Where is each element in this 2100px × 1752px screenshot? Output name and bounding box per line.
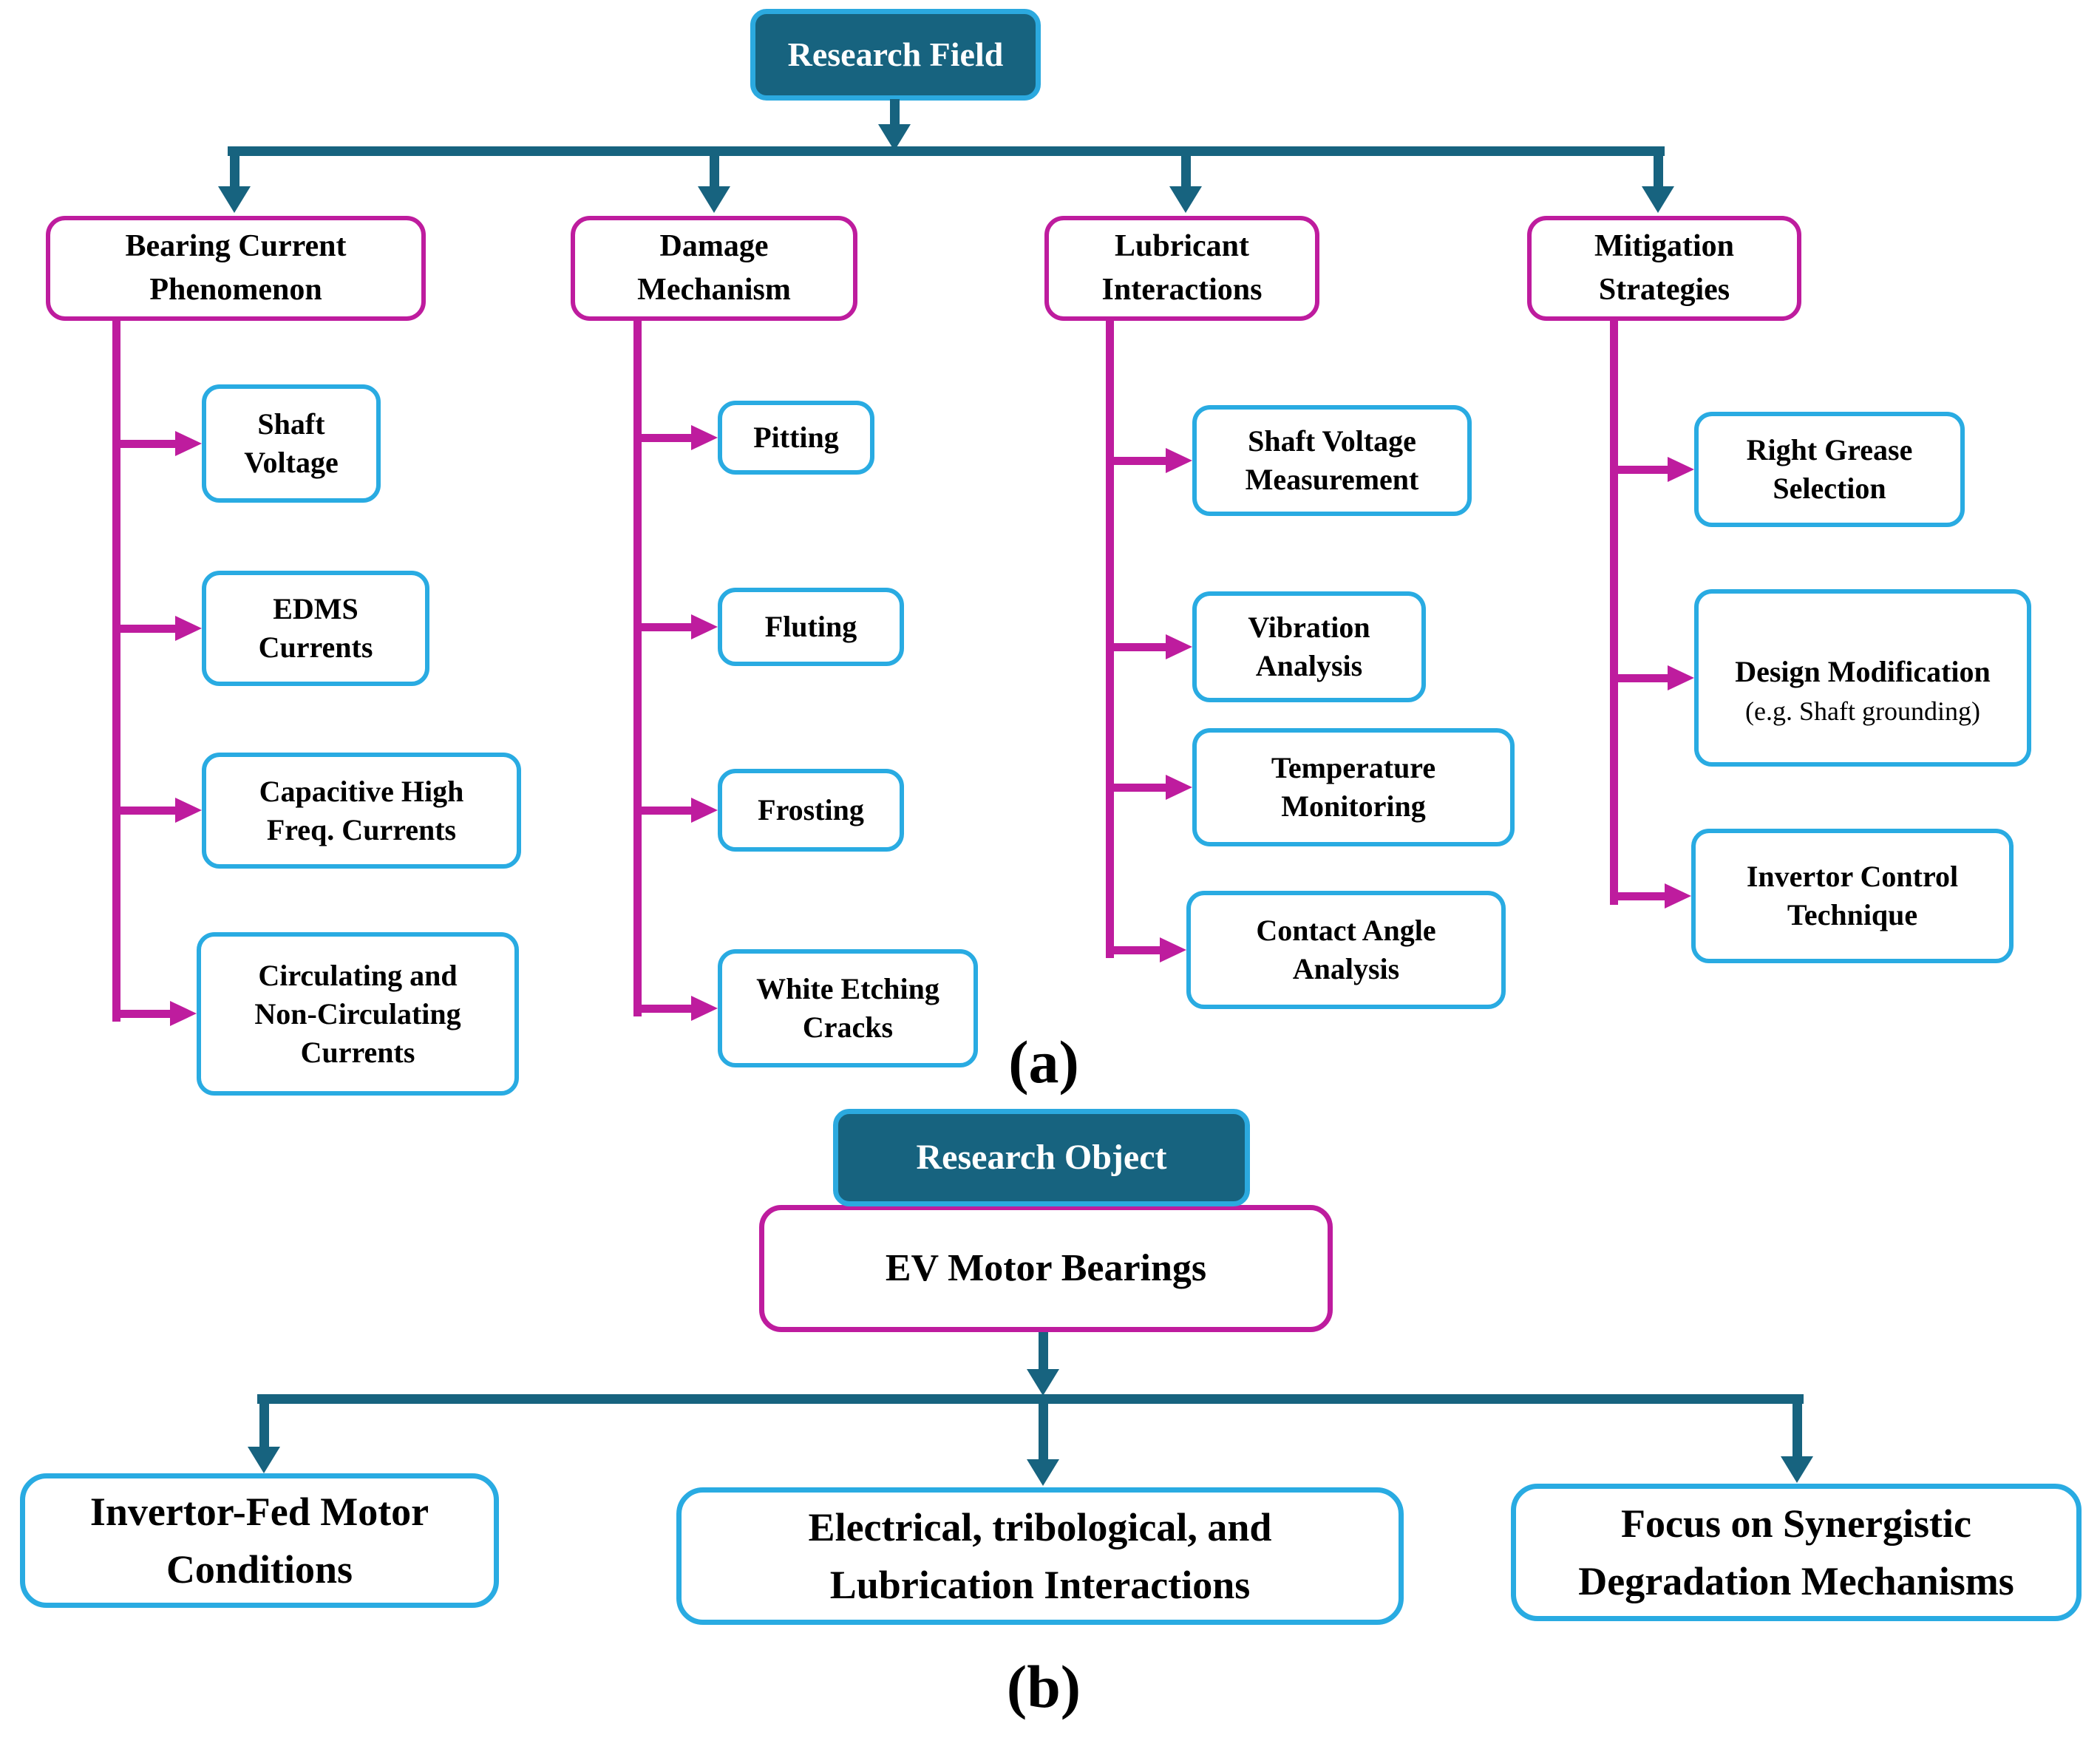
arrowhead-right-icon bbox=[1665, 883, 1691, 909]
node-fluting: Fluting bbox=[718, 588, 904, 666]
connector-col3-c4 bbox=[1110, 946, 1161, 954]
arrowhead-down-icon bbox=[1169, 186, 1202, 213]
caption-a: (a) bbox=[1008, 1028, 1079, 1096]
connector-col4-c2 bbox=[1614, 674, 1669, 682]
caption-b: (b) bbox=[1006, 1653, 1081, 1720]
node-pitting: Pitting bbox=[718, 401, 874, 475]
ev-motor-bearings-box: EV Motor Bearings bbox=[759, 1205, 1333, 1332]
arrowhead-right-icon bbox=[1166, 448, 1192, 473]
connector-drop-col2 bbox=[710, 156, 719, 189]
arrowhead-right-icon bbox=[170, 1001, 197, 1026]
spine-col2 bbox=[633, 321, 642, 1016]
node-invertor-control-technique: Invertor Control Technique bbox=[1691, 829, 2014, 963]
connector-drop-b-right bbox=[1793, 1404, 1802, 1459]
connector-drop-col1 bbox=[230, 156, 239, 189]
arrowhead-right-icon bbox=[1160, 937, 1186, 962]
arrowhead-down-icon bbox=[1781, 1456, 1813, 1483]
arrowhead-right-icon bbox=[175, 431, 202, 456]
connector-trunk-a bbox=[890, 99, 900, 127]
node-vibration-analysis: Vibration Analysis bbox=[1192, 591, 1426, 702]
node-temperature-monitoring: Temperature Monitoring bbox=[1192, 728, 1515, 846]
connector-col2-c1 bbox=[637, 434, 693, 442]
connector-col1-c4 bbox=[116, 1010, 173, 1018]
arrowhead-down-icon bbox=[1027, 1459, 1059, 1486]
connector-col3-c3 bbox=[1110, 784, 1167, 792]
connector-col1-c3 bbox=[116, 807, 178, 815]
connector-col3-c2 bbox=[1110, 643, 1167, 651]
arrowhead-right-icon bbox=[1668, 457, 1694, 482]
connector-col1-c2 bbox=[116, 625, 178, 633]
node-shaft-voltage-measurement: Shaft Voltage Measurement bbox=[1192, 405, 1472, 516]
arrowhead-right-icon bbox=[1668, 665, 1694, 690]
connector-drop-b-mid bbox=[1039, 1404, 1048, 1462]
arrowhead-right-icon bbox=[691, 798, 718, 823]
node-edms-currents: EDMS Currents bbox=[202, 571, 429, 686]
spine-col4 bbox=[1610, 321, 1618, 905]
connector-col2-c4 bbox=[637, 1005, 693, 1013]
connector-bar-b bbox=[257, 1394, 1804, 1404]
arrowhead-right-icon bbox=[691, 614, 718, 639]
connector-trunk-b bbox=[1039, 1332, 1048, 1372]
arrowhead-right-icon bbox=[1166, 775, 1192, 800]
node-frosting: Frosting bbox=[718, 769, 904, 852]
connector-col3-c1 bbox=[1110, 457, 1167, 465]
connector-drop-b-left bbox=[259, 1404, 269, 1450]
header-mitigation-strategies: Mitigation Strategies bbox=[1527, 216, 1801, 321]
node-white-etching-cracks: White Etching Cracks bbox=[718, 949, 978, 1067]
node-electrical-tribological-lubrication: Electrical, tribological, and Lubricatio… bbox=[676, 1487, 1404, 1625]
node-invertor-fed-motor-conditions: Invertor-Fed Motor Conditions bbox=[20, 1473, 499, 1608]
connector-drop-col4 bbox=[1654, 156, 1663, 189]
design-modification-note: (e.g. Shaft grounding) bbox=[1745, 696, 1980, 726]
arrowhead-right-icon bbox=[175, 616, 202, 641]
research-object-box: Research Object bbox=[833, 1109, 1250, 1206]
node-capacitive-high-freq-currents: Capacitive High Freq. Currents bbox=[202, 753, 521, 869]
spine-col1 bbox=[112, 321, 120, 1022]
header-lubricant-interactions: Lubricant Interactions bbox=[1044, 216, 1319, 321]
arrowhead-down-icon bbox=[248, 1447, 280, 1473]
arrowhead-right-icon bbox=[175, 798, 202, 823]
node-contact-angle-analysis: Contact Angle Analysis bbox=[1186, 891, 1506, 1009]
connector-drop-col3 bbox=[1181, 156, 1191, 189]
header-damage-mechanism: Damage Mechanism bbox=[571, 216, 857, 321]
header-bearing-current-phenomenon: Bearing Current Phenomenon bbox=[46, 216, 426, 321]
connector-bar-a bbox=[228, 146, 1665, 156]
node-right-grease-selection: Right Grease Selection bbox=[1694, 412, 1965, 527]
connector-col4-c1 bbox=[1614, 466, 1669, 474]
node-circulating-currents: Circulating and Non-Circulating Currents bbox=[197, 932, 519, 1096]
arrowhead-right-icon bbox=[1166, 634, 1192, 659]
node-shaft-voltage: Shaft Voltage bbox=[202, 384, 381, 503]
arrowhead-right-icon bbox=[691, 996, 718, 1021]
node-design-modification: Design Modification (e.g. Shaft groundin… bbox=[1694, 589, 2031, 767]
arrowhead-down-icon bbox=[1027, 1369, 1059, 1396]
design-modification-label: Design Modification bbox=[1735, 655, 1991, 688]
node-focus-synergistic-degradation: Focus on Synergistic Degradation Mechani… bbox=[1511, 1484, 2082, 1621]
arrowhead-down-icon bbox=[698, 186, 730, 213]
arrowhead-down-icon bbox=[218, 186, 251, 213]
connector-col2-c2 bbox=[637, 623, 693, 631]
research-field-box: Research Field bbox=[750, 9, 1041, 101]
spine-col3 bbox=[1106, 321, 1114, 958]
connector-col4-c3 bbox=[1614, 892, 1666, 900]
connector-col2-c3 bbox=[637, 807, 693, 815]
arrowhead-right-icon bbox=[691, 425, 718, 450]
connector-col1-c1 bbox=[116, 440, 178, 448]
arrowhead-down-icon bbox=[1642, 186, 1674, 213]
